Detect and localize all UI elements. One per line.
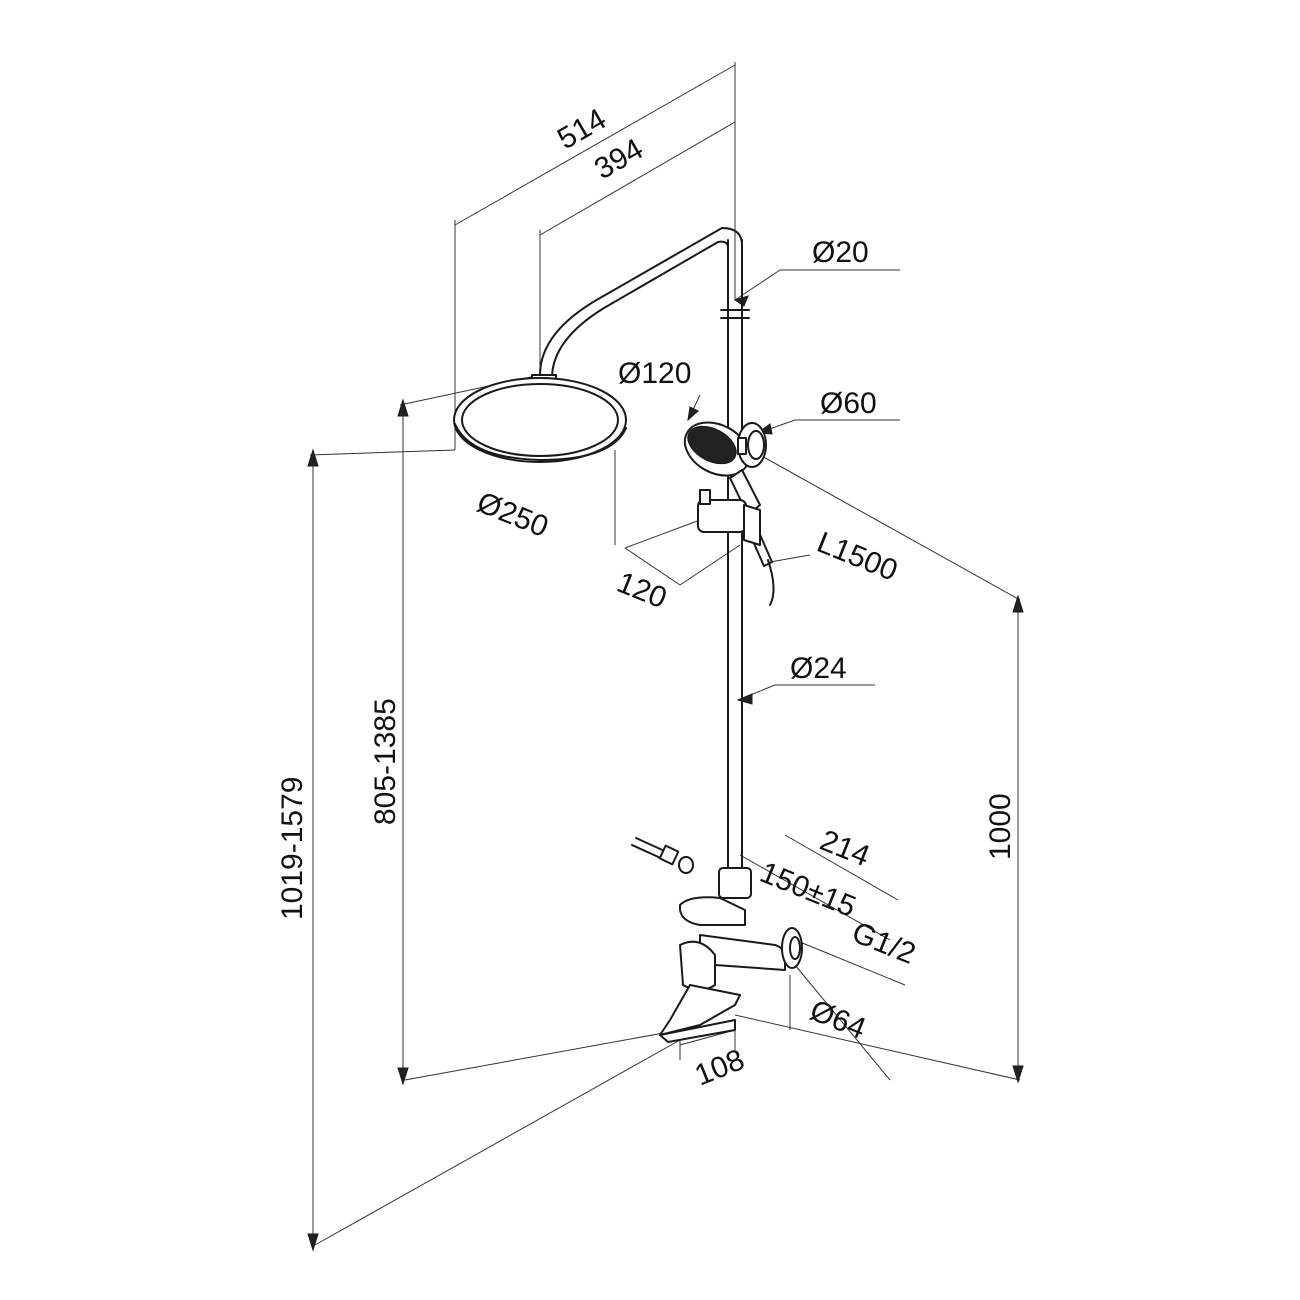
- wall-bracket: [737, 422, 767, 468]
- overhead-shower-head: [453, 374, 627, 463]
- extension-lines: [309, 62, 1021, 1246]
- dim-1019-1579-label: 1019-1579: [276, 777, 309, 920]
- shower-arm: [539, 227, 743, 379]
- dim-diameter-250-label: Ø250: [472, 486, 552, 544]
- mixer-valve: [659, 867, 803, 1043]
- dimension-lines: [312, 64, 1019, 1245]
- eccentric-connector: [631, 837, 694, 874]
- dim-hose-length-label: L1500: [812, 526, 902, 588]
- dim-diameter-24-label: Ø24: [790, 652, 847, 685]
- dimension-labels: 514 394 Ø20 Ø120 Ø60 Ø250 120 L1500 Ø24 …: [276, 102, 1017, 1092]
- dim-214-label: 214: [815, 824, 874, 873]
- hand-shower: [683, 421, 775, 606]
- dim-805-1385-label: 805-1385: [369, 698, 402, 825]
- dim-394-label: 394: [589, 132, 649, 186]
- dim-thread-label: G1/2: [847, 916, 920, 971]
- arrowheads: [307, 295, 1024, 1252]
- dim-diameter-20-label: Ø20: [812, 236, 869, 269]
- dim-1000-label: 1000: [984, 793, 1017, 860]
- dim-diameter-60-label: Ø60: [820, 387, 877, 420]
- dim-108-label: 108: [690, 1043, 749, 1092]
- dim-diameter-120-label: Ø120: [618, 357, 691, 390]
- riser-pipe: [720, 239, 750, 881]
- dim-514-label: 514: [552, 102, 612, 156]
- sliding-holder: [697, 489, 761, 546]
